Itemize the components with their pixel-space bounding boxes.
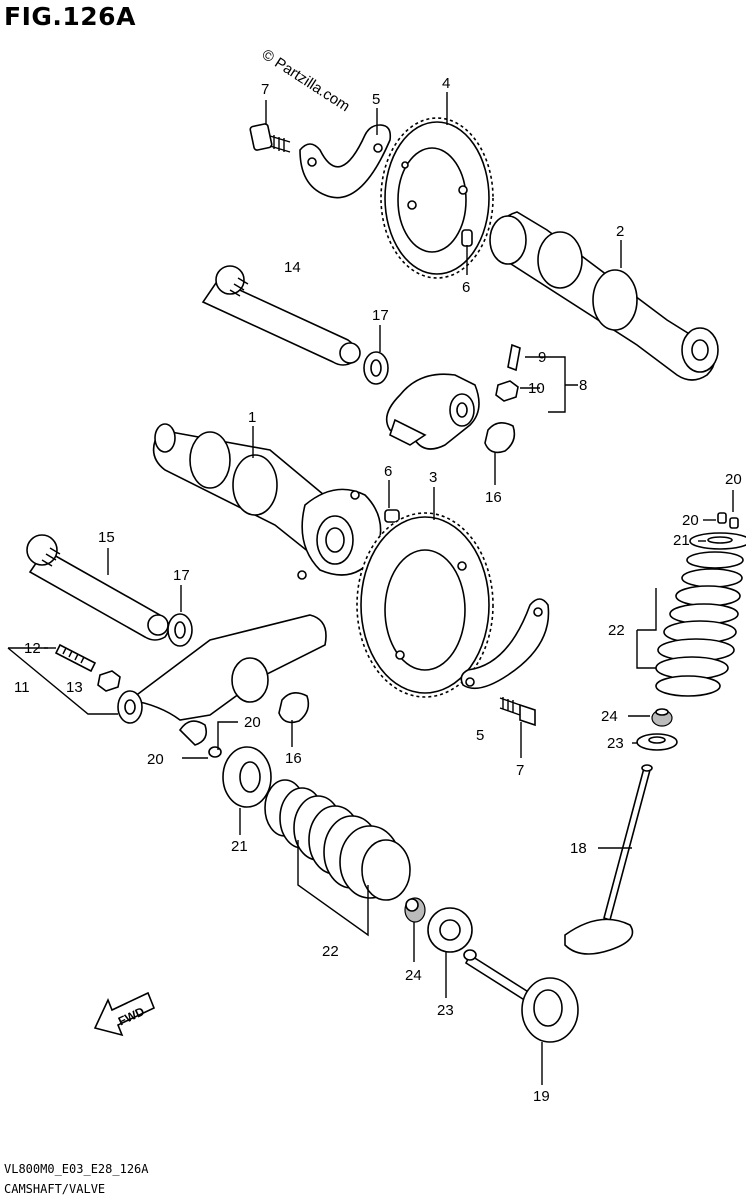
retainer-plate-lower [460, 598, 550, 690]
valve-cotter-right-b [729, 517, 739, 529]
callout-5-lower: 5 [476, 727, 484, 744]
callout-6-upper: 6 [462, 279, 470, 296]
callout-23-lower: 23 [437, 1002, 454, 1019]
callout-11: 11 [14, 679, 30, 696]
callout-4: 4 [442, 75, 450, 92]
callout-20-lower-b: 20 [147, 751, 164, 768]
callout-2: 2 [616, 223, 624, 240]
oil-seal-lower [404, 897, 426, 923]
callout-18: 18 [570, 840, 587, 857]
callout-5-upper: 5 [372, 91, 380, 108]
callout-6-lower: 6 [384, 463, 392, 480]
spring-seat-lower [427, 907, 473, 953]
diagram-caption: CAMSHAFT/VALVE [4, 1182, 106, 1196]
callout-22-right: 22 [608, 622, 625, 639]
callout-7-upper: 7 [261, 81, 269, 98]
callout-23-right: 23 [607, 735, 624, 752]
intake-valve [463, 949, 579, 1043]
rocker-arm-lower [117, 614, 327, 746]
callout-10: 10 [528, 380, 545, 397]
washer-lower-hole [174, 621, 186, 639]
camshaft-lower [152, 423, 382, 580]
dowel-pin-upper [461, 229, 473, 247]
callout-22-lower: 22 [322, 943, 339, 960]
leader-lines [7, 92, 734, 1085]
spring-retainer-lower [222, 746, 272, 808]
washer-upper-hole [370, 359, 382, 377]
callout-13: 13 [66, 679, 83, 696]
cam-gear-upper [380, 117, 494, 279]
callout-7-lower: 7 [516, 762, 524, 779]
lock-nut-lower [97, 670, 121, 692]
dowel-pin-lower [384, 509, 400, 523]
callout-16-upper: 16 [485, 489, 502, 506]
callout-20-right-b: 20 [682, 512, 699, 529]
adjuster-screw-upper [507, 343, 521, 372]
spring-retainer-right [689, 532, 746, 550]
callout-1: 1 [248, 409, 256, 426]
callout-17-lower: 17 [173, 567, 190, 584]
callout-12: 12 [24, 640, 41, 657]
exhaust-valve [564, 764, 653, 955]
callout-16-lower: 16 [285, 750, 302, 767]
rocker-shaft-upper [201, 265, 361, 366]
callout-21-right: 21 [673, 532, 690, 549]
callout-19: 19 [533, 1088, 550, 1105]
tab-washer-lower [278, 692, 310, 724]
callout-numbers: 1 2 3 4 5 5 6 6 7 7 8 9 10 11 12 13 14 1… [14, 75, 742, 1105]
camshaft-upper [489, 211, 719, 381]
spring-seat-right [636, 733, 678, 751]
valve-spring-lower [264, 779, 411, 901]
callout-14: 14 [284, 259, 301, 276]
rocker-arm-upper [385, 373, 480, 450]
bolt-upper [249, 123, 291, 153]
rocker-shaft-lower [26, 534, 170, 641]
valve-cotter-right-a [717, 512, 727, 524]
callout-8: 8 [579, 377, 587, 394]
lock-nut-upper [495, 380, 519, 402]
valve-spring-right [655, 551, 744, 697]
cam-gear-lower [356, 512, 494, 698]
bolt-lower [499, 697, 536, 727]
diagram-code: VL800M0_E03_E28_126A [4, 1162, 149, 1176]
callout-21-lower: 21 [231, 838, 248, 855]
callout-9: 9 [538, 349, 546, 366]
figure-title: FIG.126A [4, 2, 136, 31]
callout-17-upper: 17 [372, 307, 389, 324]
tab-washer-upper [484, 422, 516, 454]
callout-20-lower-a: 20 [244, 714, 261, 731]
callout-15: 15 [98, 529, 115, 546]
valve-cotter-lower [208, 746, 222, 758]
callout-3: 3 [429, 469, 437, 486]
forward-direction-arrow: FWD [93, 991, 156, 1037]
callout-24-right: 24 [601, 708, 618, 725]
oil-seal-right [651, 708, 673, 727]
callout-20-right-a: 20 [725, 471, 742, 488]
callout-24-lower: 24 [405, 967, 422, 984]
retainer-plate-upper [299, 124, 392, 199]
